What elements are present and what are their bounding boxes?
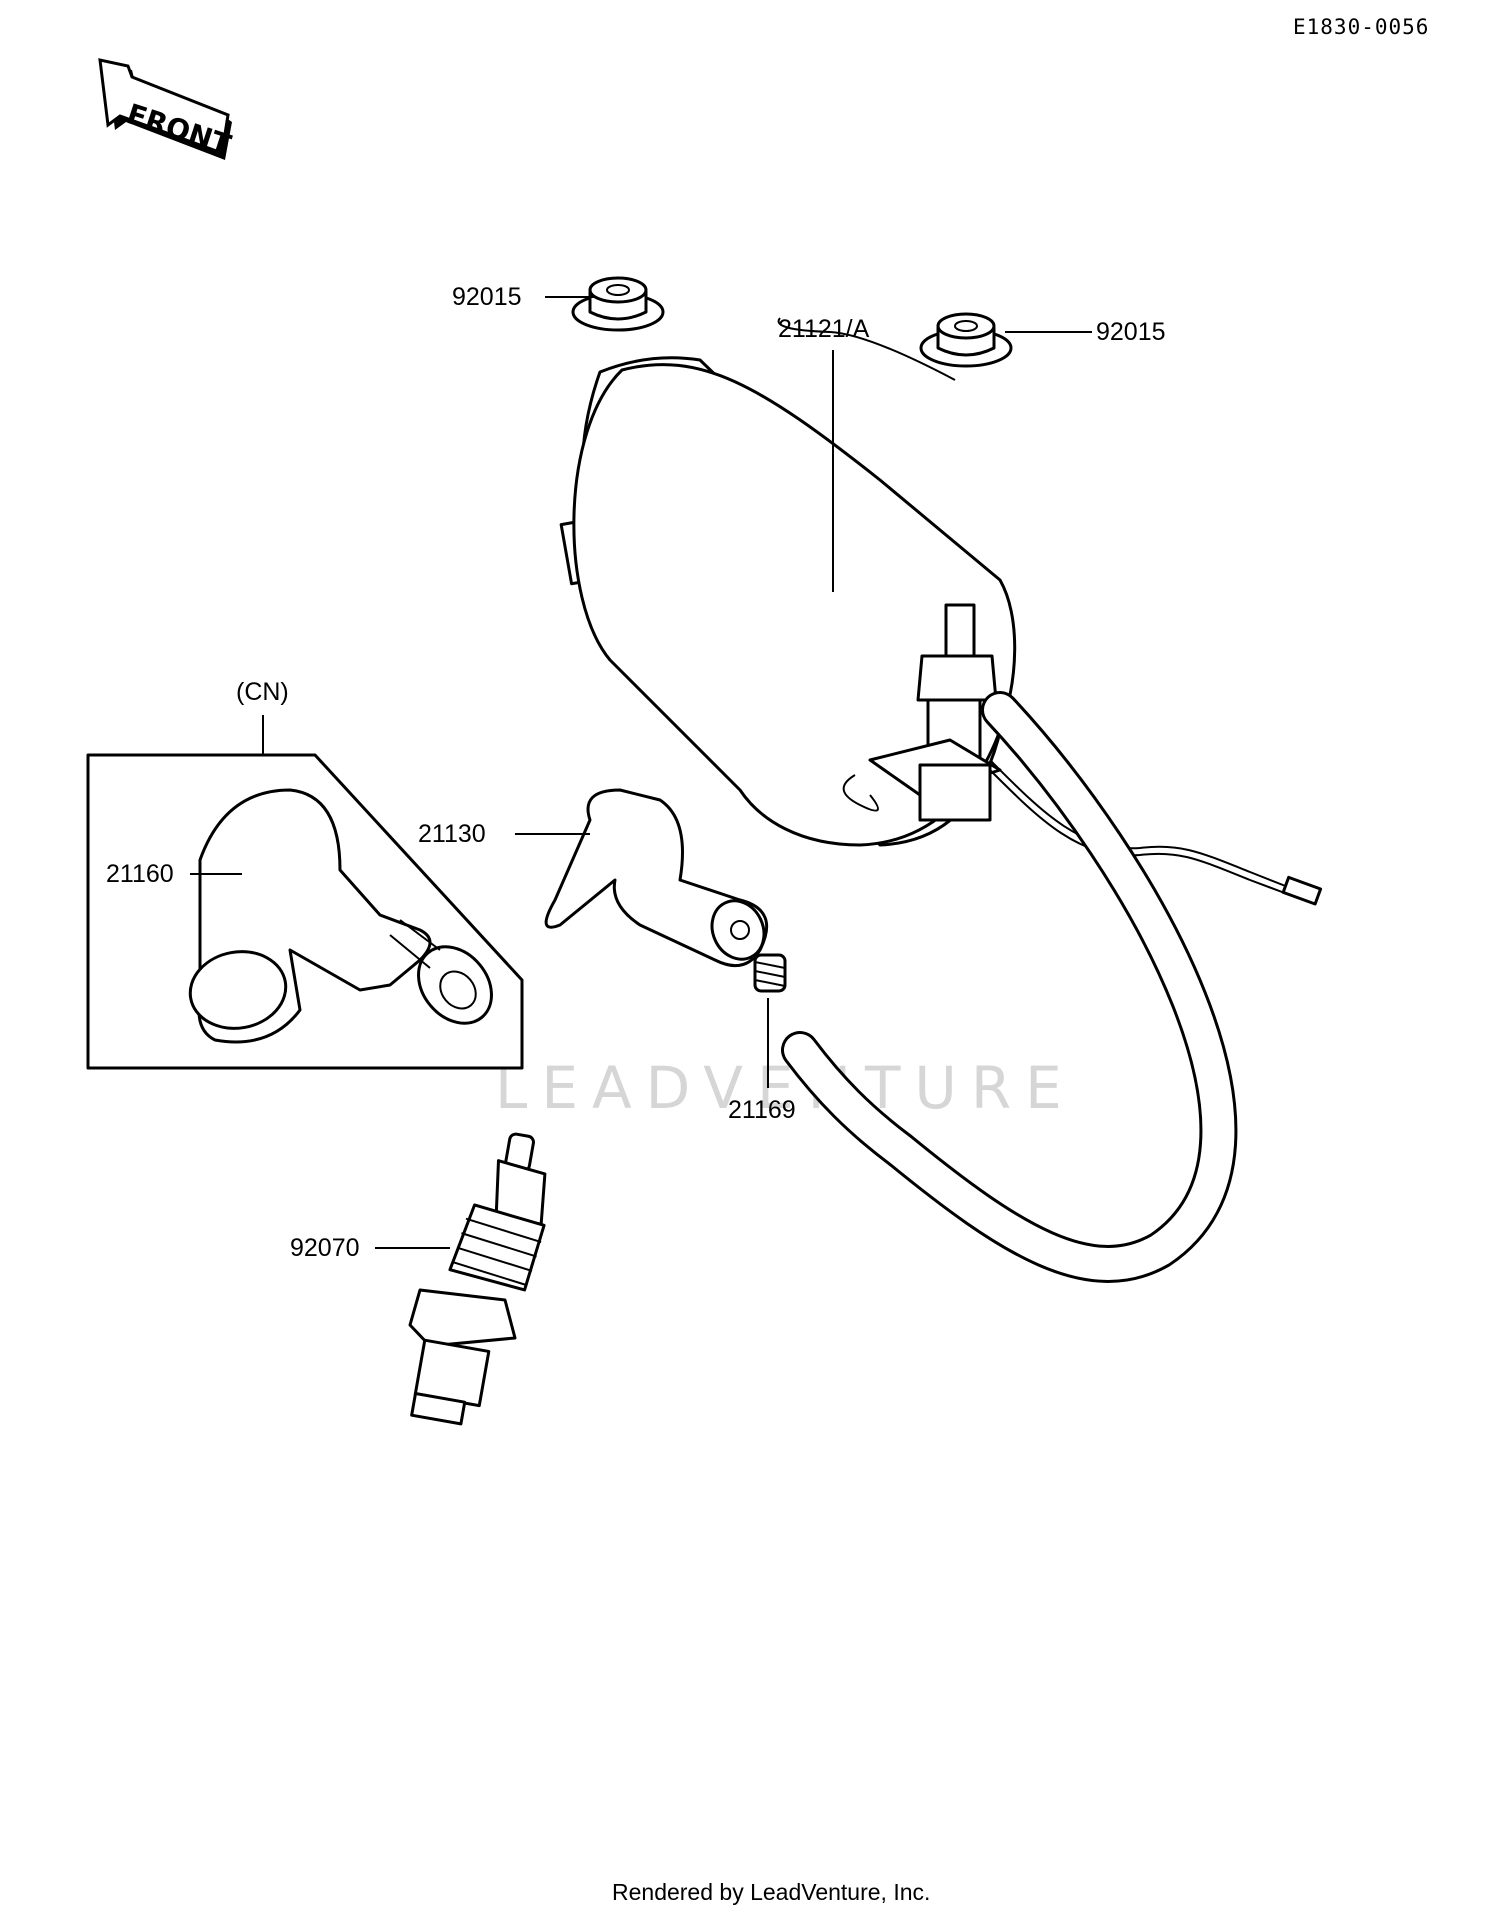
watermark: LEADVENTURE bbox=[495, 1054, 1076, 1122]
label-cn: (CN) bbox=[236, 678, 289, 706]
label-21169: 21169 bbox=[728, 1096, 796, 1124]
label-92015-right: 92015 bbox=[1096, 318, 1166, 346]
reference-code: E1830-0056 bbox=[1293, 15, 1429, 39]
plug-cap-icon bbox=[544, 788, 769, 968]
label-21160: 21160 bbox=[106, 860, 174, 888]
label-92070: 92070 bbox=[290, 1234, 360, 1262]
label-92015-top: 92015 bbox=[452, 283, 522, 311]
label-21121A: 21121/A bbox=[778, 315, 870, 343]
plug-cap-cn-icon bbox=[188, 788, 493, 1044]
flange-nut-icon bbox=[571, 276, 665, 332]
spark-plug-icon bbox=[408, 1132, 547, 1426]
flange-nut-icon bbox=[919, 312, 1013, 368]
footer-credit: Rendered by LeadVenture, Inc. bbox=[612, 1879, 930, 1905]
spring-icon bbox=[753, 953, 787, 993]
front-arrow-icon: FRONT bbox=[98, 58, 235, 162]
ignition-coil-icon bbox=[559, 317, 1323, 1283]
label-21130: 21130 bbox=[418, 820, 486, 848]
